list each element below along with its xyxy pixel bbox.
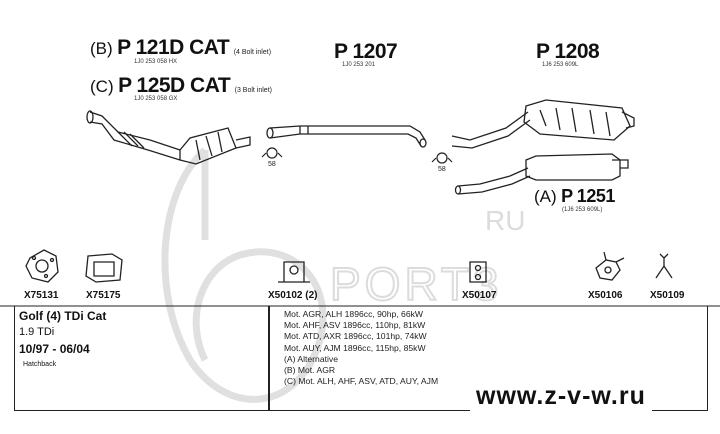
part-p1251-prefix: (A) [534,187,557,206]
part-p125-note: (3 Bolt inlet) [234,87,272,94]
part-p125-number: P 125D CAT [118,74,231,97]
vehicle-model: Golf (4) TDi Cat [19,309,107,323]
bracket-x50106-icon [595,251,625,281]
website-url: www.z-v-w.ru [470,380,652,413]
part-p1207-number: P 1207 [334,40,398,63]
alternative-silencer-icon [454,153,629,195]
part-p125-prefix: (C) [90,77,114,96]
watermark-port: PORT3 [330,258,503,310]
accessory-code: X50109 [650,290,685,301]
clamp-right-label: 58 [438,166,446,173]
watermark-ru: RU [485,205,525,236]
part-p125-label: (C) P 125D CAT (3 Bolt inlet) [90,74,272,98]
clamp-icon-left [261,147,283,159]
watermark-logo: RU PORT3 [161,147,525,403]
part-p121-prefix: (B) [90,39,113,58]
accessory-code: X50102 (2) [268,290,318,301]
accessory-code: X50107 [462,290,497,301]
vehicle-years: 10/97 - 06/04 [19,342,90,356]
vehicle-body: Hatchback [23,361,57,368]
part-p1208-number: P 1208 [536,40,600,63]
clamp-left-label: 58 [268,161,276,168]
rubber-mount-x50102-icon [278,261,310,283]
part-p121-note: (4 Bolt inlet) [233,49,272,56]
part-p125-ref: 1J0 253 058 GX [134,96,178,102]
spec-line: Mot. AUY, AJM 1896cc, 115hp, 85kW [284,342,426,353]
spec-line: Mot. ATD, AXR 1896cc, 101hp, 74kW [284,331,427,342]
part-p1207-ref: 1J0 253 201 [342,62,376,68]
accessory-code: X50106 [588,290,623,301]
engine-specs-list: Mot. AGR, ALH 1896cc, 90hp, 66kW Mot. AH… [284,309,438,387]
clamp-icon-right [431,152,453,164]
catalytic-converter-icon [86,110,251,165]
gasket-x75131-icon [25,249,59,283]
part-p1251-label: (A) P 1251 [534,186,615,207]
rubber-mount-x50107-icon [469,261,487,283]
vehicle-info-box: Golf (4) TDi Cat 1.9 TDi 10/97 - 06/04 H… [14,306,270,411]
spec-line: (B) Mot. AGR [284,365,336,376]
vehicle-engine: 1.9 TDi [19,326,55,338]
spec-line: Mot. AGR, ALH 1896cc, 90hp, 66kW [284,309,424,319]
spec-line: Mot. AHF, ASV 1896cc, 110hp, 81kW [284,320,426,331]
spec-line: (C) Mot. ALH, AHF, ASV, ATD, AUY, AJM [284,376,439,387]
part-p121-ref: 1J0 253 058 HX [134,59,178,65]
part-p121-number: P 121D CAT [117,36,230,59]
gasket-x75175-icon [85,253,123,283]
spec-line: (A) Alternative [284,353,338,364]
bracket-x50109-icon [655,253,673,279]
rear-silencer-icon [451,99,635,149]
part-p1208-ref: 1J6 253 609L [542,62,579,68]
part-p1251-number: P 1251 [561,186,615,206]
accessory-code: X75175 [86,290,121,301]
accessory-code: X75131 [24,290,59,301]
part-p121-label: (B) P 121D CAT (4 Bolt inlet) [90,36,271,60]
middle-pipe-icon [266,125,427,148]
part-p1251-ref: (1J6 253 609L) [562,207,603,213]
